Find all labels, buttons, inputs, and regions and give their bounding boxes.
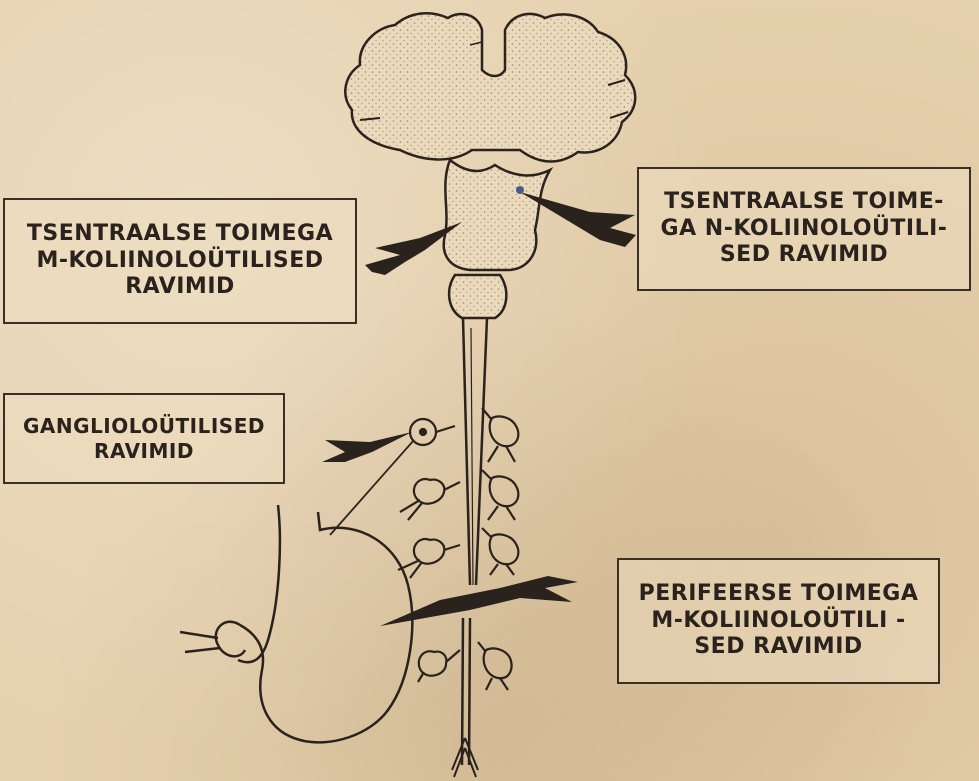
label-central-m-cholinolytic: TSENTRAALSE TOIMEGA M-KOLIINOLOÜTILISED … bbox=[3, 198, 357, 324]
label-ganglionic-blockers: GANGLIOLOÜTILISED RAVIMID bbox=[3, 393, 285, 484]
ganglion-right-2 bbox=[482, 470, 518, 520]
accent-dot bbox=[516, 186, 524, 194]
ganglion-right-1 bbox=[482, 408, 518, 462]
label-line: TSENTRAALSE TOIMEGA bbox=[5, 221, 355, 248]
label-line: SED RAVIMID bbox=[639, 242, 969, 269]
label-line: GA N-KOLIINOLOÜTILI- bbox=[639, 216, 969, 243]
ganglion-left-3 bbox=[398, 539, 460, 578]
ganglion-left-1 bbox=[410, 419, 455, 445]
label-line: M-KOLIINOLOÜTILI - bbox=[619, 608, 938, 635]
ganglion-right-3 bbox=[482, 528, 518, 575]
label-line: GANGLIOLOÜTILISED bbox=[5, 414, 283, 438]
label-line: TSENTRAALSE TOIME- bbox=[639, 189, 969, 216]
ganglion-right-4 bbox=[478, 642, 512, 690]
label-line: RAVIMID bbox=[5, 274, 355, 301]
label-central-n-cholinolytic: TSENTRAALSE TOIME- GA N-KOLIINOLOÜTILI- … bbox=[637, 167, 971, 291]
label-line: SED RAVIMID bbox=[619, 634, 938, 661]
arrow-peripheral-m bbox=[380, 576, 578, 626]
ganglion-left-2 bbox=[400, 479, 460, 520]
label-line: RAVIMID bbox=[5, 439, 283, 463]
stomach bbox=[180, 505, 412, 742]
label-line: PERIFEERSE TOIMEGA bbox=[619, 581, 938, 608]
spinal-cord bbox=[452, 318, 487, 777]
label-line: M-KOLIINOLOÜTILISED bbox=[5, 248, 355, 275]
brain-cerebrum-stipple bbox=[345, 13, 635, 161]
ganglion-left-4 bbox=[418, 650, 460, 682]
label-peripheral-m-cholinolytic: PERIFEERSE TOIMEGA M-KOLIINOLOÜTILI - SE… bbox=[617, 558, 940, 684]
